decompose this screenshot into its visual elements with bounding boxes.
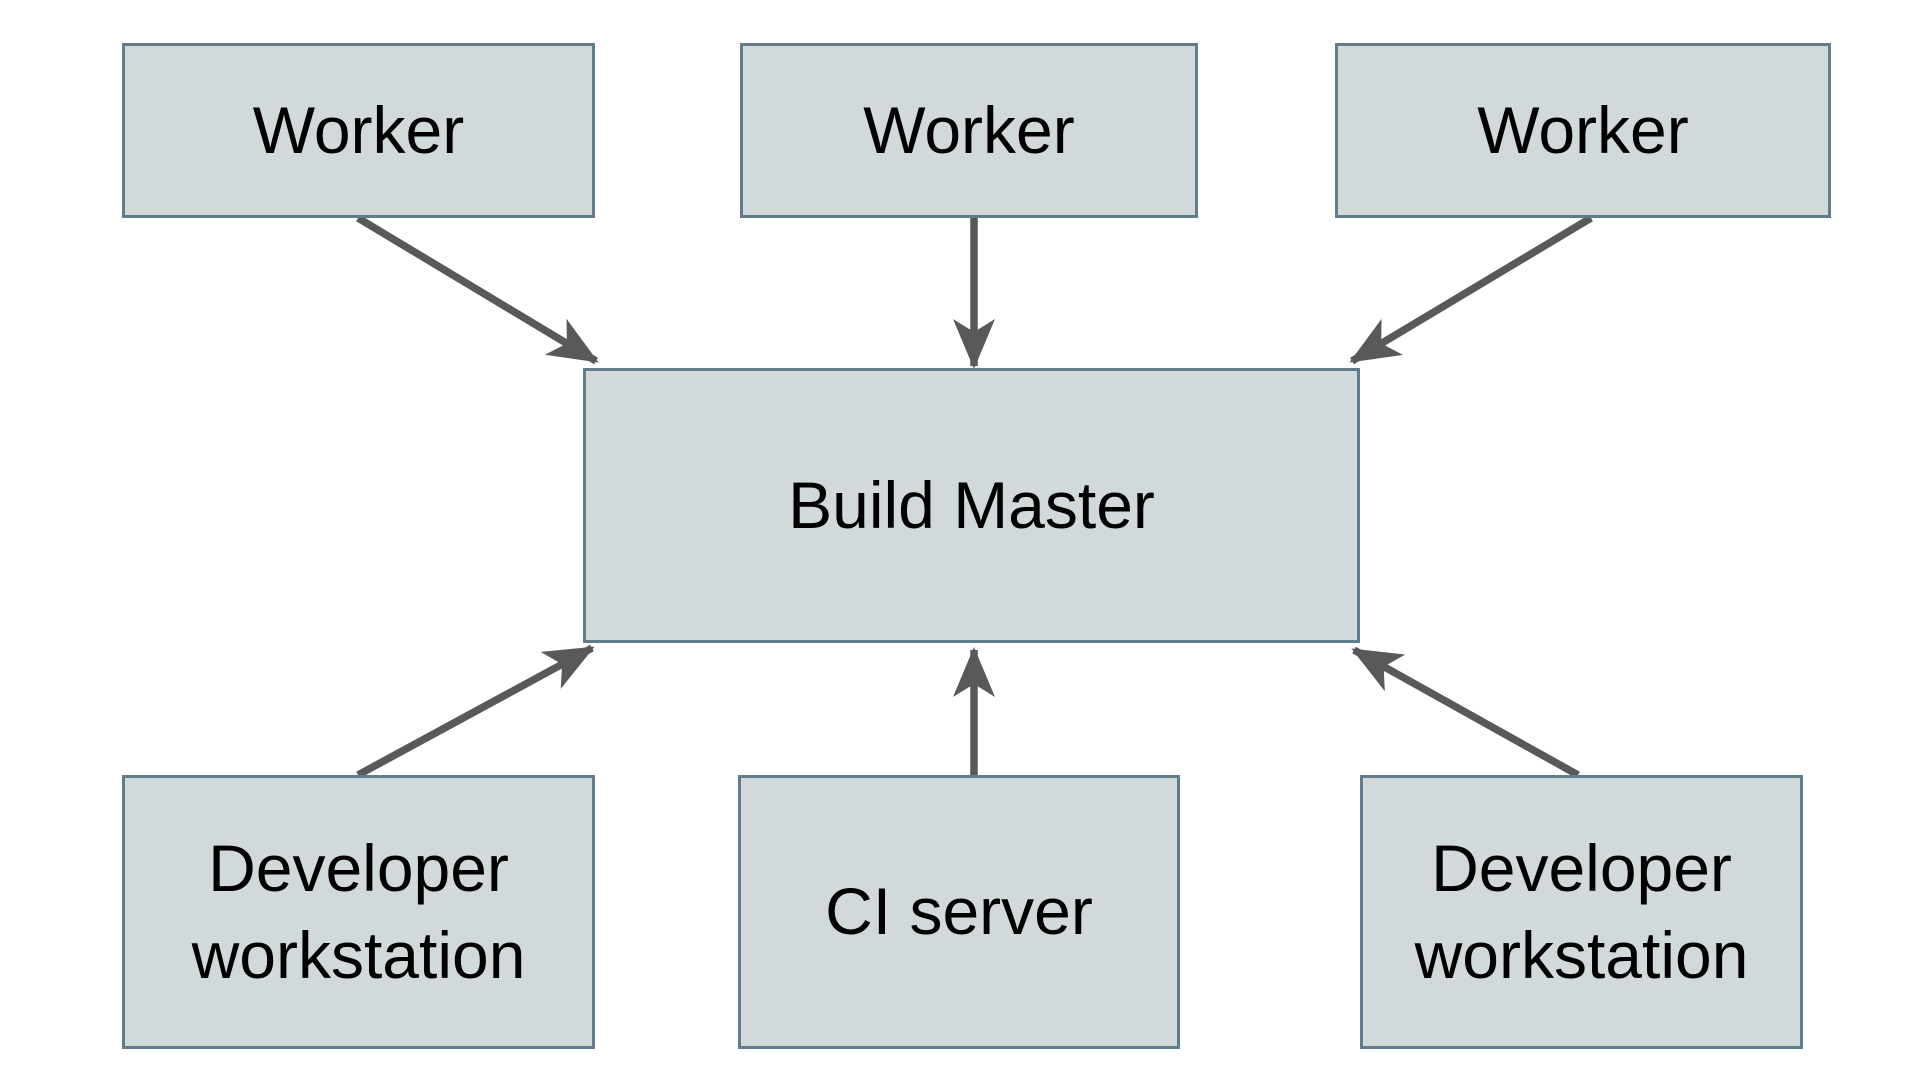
node-developer-workstation-2-label: Developer workstation [1414, 830, 1749, 992]
arrow-worker-1-to-build-master [356, 214, 599, 365]
node-worker-1: Worker [122, 43, 595, 218]
arrow-worker-3-to-build-master [1349, 214, 1593, 365]
node-worker-3: Worker [1335, 43, 1831, 218]
node-worker-2-label: Worker [863, 92, 1075, 167]
node-worker-2: Worker [740, 43, 1198, 218]
node-developer-workstation-1-label: Developer workstation [191, 830, 526, 992]
node-ci-server-label: CI server [825, 874, 1093, 949]
arrow-developer-workstation-2-to-build-master [1351, 646, 1580, 779]
node-worker-3-label: Worker [1477, 92, 1689, 167]
node-build-master-label: Build Master [788, 467, 1155, 542]
node-developer-workstation-1: Developer workstation [122, 775, 595, 1049]
node-build-master: Build Master [583, 368, 1360, 643]
node-worker-1-label: Worker [252, 92, 465, 167]
arrow-developer-workstation-1-to-build-master [356, 644, 595, 779]
node-ci-server: CI server [738, 775, 1180, 1049]
node-developer-workstation-2: Developer workstation [1360, 775, 1803, 1049]
